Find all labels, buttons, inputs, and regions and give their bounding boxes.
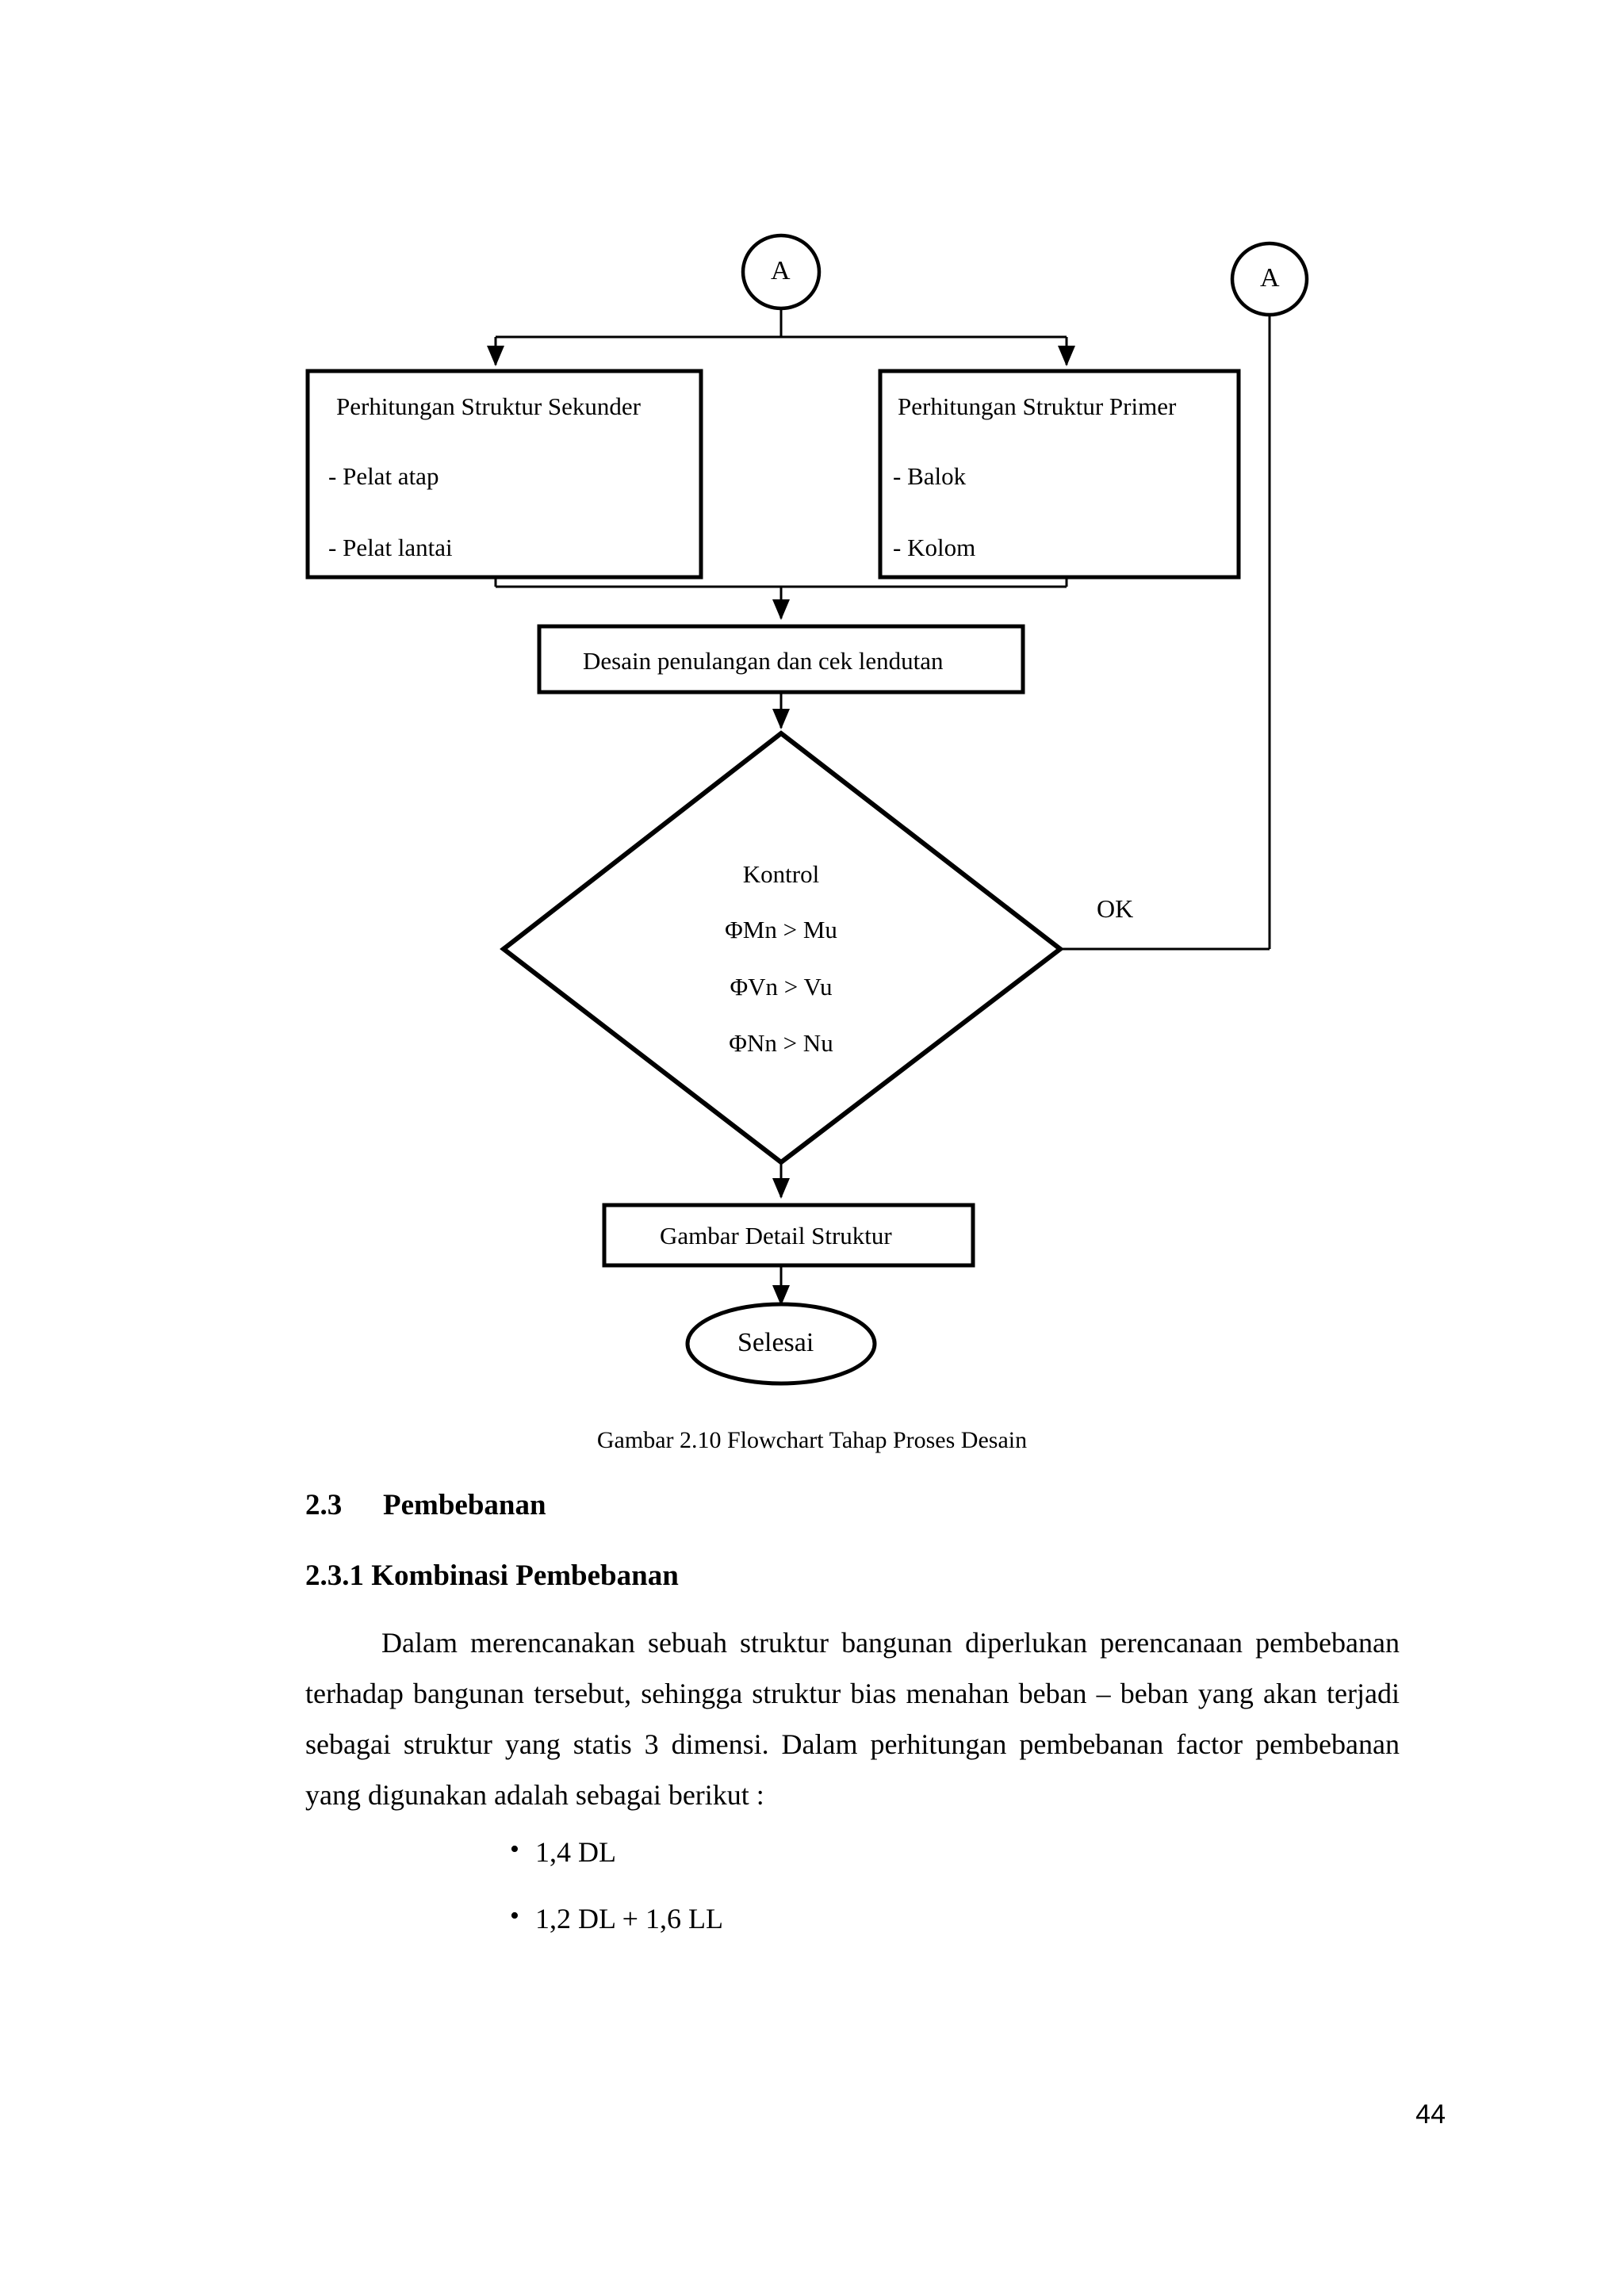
figure-caption: Gambar 2.10 Flowchart Tahap Proses Desai… — [596, 1427, 1028, 1453]
load-combination-list: 1,4 DL 1,2 DL + 1,6 LL — [305, 1836, 1400, 1933]
body-paragraph: Dalam merencanakan sebuah struktur bangu… — [305, 1627, 1400, 1812]
terminator-selesai — [685, 1302, 877, 1386]
edge-label-ok: OK — [1097, 894, 1134, 923]
document-body: 2.3 Pembebanan 2.3.1 Kombinasi Pembebana… — [305, 1490, 1400, 1971]
box-primary-title: Perhitungan Struktur Primer — [898, 392, 1177, 420]
box-detail-title: Gambar Detail Struktur — [660, 1222, 892, 1249]
decision-diamond-kontrol — [500, 730, 1064, 1165]
page-number: 44 — [1415, 2099, 1446, 2130]
flowchart-graphics — [305, 233, 1309, 1386]
list-item: 1,2 DL + 1,6 LL — [510, 1903, 1400, 1933]
box-design-title: Desain penulangan dan cek lendutan — [583, 647, 944, 675]
connector-label-left: A — [771, 256, 791, 285]
decision-line-0: Kontrol — [742, 860, 820, 888]
box-secondary-item-0: - Pelat atap — [328, 462, 439, 490]
section-number: 2.3 — [305, 1489, 343, 1521]
flowchart-figure: A A Perhitungan Struktur Sekunder - Pela… — [305, 233, 1309, 1453]
subsection-heading: 2.3.1 Kombinasi Pembebanan — [305, 1559, 679, 1592]
section-heading: 2.3 Pembebanan — [305, 1490, 1400, 1520]
box-secondary-structure — [305, 369, 703, 580]
decision-line-3: ΦNn > Nu — [729, 1029, 833, 1057]
list-item: 1,4 DL — [510, 1836, 1400, 1866]
box-secondary-item-1: - Pelat lantai — [328, 534, 453, 561]
box-primary-item-1: - Kolom — [893, 534, 976, 561]
terminator-label-selesai: Selesai — [737, 1328, 814, 1357]
decision-line-2: ΦVn > Vu — [730, 973, 833, 1001]
connector-label-right: A — [1260, 263, 1280, 293]
box-secondary-title: Perhitungan Struktur Sekunder — [336, 392, 642, 420]
section-title: Pembebanan — [383, 1489, 546, 1521]
box-primary-item-0: - Balok — [893, 462, 967, 490]
box-primary-structure — [878, 369, 1241, 580]
decision-line-1: ΦMn > Mu — [725, 916, 837, 943]
box-detail-drawing — [602, 1203, 975, 1268]
box-design-reinforcement — [537, 624, 1025, 695]
